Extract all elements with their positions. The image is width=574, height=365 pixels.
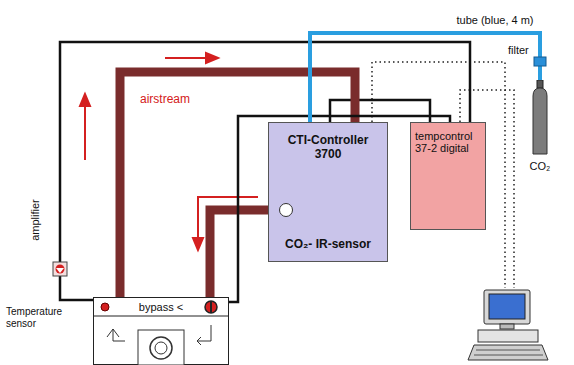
amplifier-label: amplifier bbox=[29, 199, 41, 241]
edge-label: tube (blue, 4 m) bbox=[456, 14, 533, 26]
filter-label: filter bbox=[508, 44, 529, 56]
connector bbox=[60, 42, 470, 300]
incubator-box: bypass < bbox=[93, 297, 229, 365]
node-text: CTI-Controller 3700 bbox=[273, 133, 383, 161]
connector bbox=[330, 100, 430, 122]
sensor-label: Temperature sensor bbox=[6, 306, 76, 330]
co2-cylinder: CO₂ bbox=[524, 80, 556, 178]
node-text: CO₂- IR-sensor bbox=[285, 237, 371, 251]
connector bbox=[310, 33, 540, 122]
tempcontrol-box: tempcontrol 37-2 digital bbox=[410, 122, 486, 230]
sensor-port bbox=[279, 203, 293, 217]
node-text: bypass < bbox=[94, 301, 228, 313]
controller-box: CTI-Controller 3700CO₂- IR-sensor bbox=[268, 122, 388, 262]
computer-icon bbox=[468, 290, 548, 360]
data-lines bbox=[372, 62, 514, 288]
node-text: CO₂ bbox=[524, 160, 556, 172]
cylinder-drawing bbox=[524, 80, 556, 158]
node-text: tempcontrol 37-2 digital bbox=[415, 130, 481, 154]
filter-symbol bbox=[534, 57, 546, 66]
airflow-arrows bbox=[80, 53, 258, 250]
amplifier-symbol bbox=[53, 262, 67, 276]
airstream-label: airstream bbox=[140, 92, 190, 106]
